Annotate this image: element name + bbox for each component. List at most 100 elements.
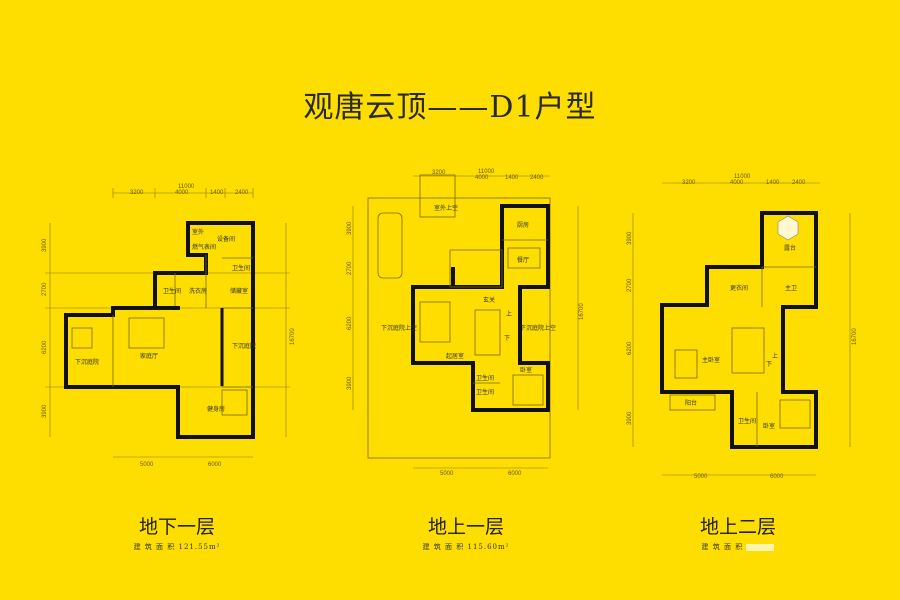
- room-label: 主卧室: [702, 356, 720, 364]
- dim-label: 6000: [208, 462, 222, 468]
- dim-total: 11000: [178, 184, 195, 190]
- floor-caption-ground: 地上一层 建 筑 面 积 115.60m²: [366, 512, 566, 552]
- page-title: 观唐云顶——D1户型: [303, 90, 597, 125]
- dim-label: 2400: [792, 180, 806, 186]
- room-label: 卧室: [763, 422, 775, 430]
- car-icon: [377, 212, 403, 279]
- floor-area: 建 筑 面 积 115.60m²: [366, 542, 566, 552]
- room-label: 更衣间: [730, 284, 748, 292]
- floor-plan-ground: 11000 3200 4000 1400 2400 3900 2700 6200…: [347, 169, 585, 477]
- area-label: 建 筑 面 积: [133, 543, 176, 551]
- room-label: 室外: [192, 228, 204, 236]
- dim-label: 3900: [627, 231, 633, 245]
- dim-total: 16700: [579, 303, 585, 320]
- room-label: 下: [504, 335, 510, 342]
- room-label: 下: [766, 361, 772, 368]
- dimension-sides: 3900 2700 6200 3900 16700: [42, 223, 296, 437]
- dim-label: 3900: [42, 404, 48, 418]
- dim-label: 4000: [730, 180, 744, 186]
- floor-caption-second: 地上二层 建 筑 面 积: [638, 512, 838, 552]
- floor-area: 建 筑 面 积 121.55m²: [77, 542, 277, 552]
- floor-name: 地上二层: [699, 516, 776, 538]
- room-label: 玄关: [483, 296, 495, 304]
- area-label: 建 筑 面 积: [422, 543, 465, 551]
- room-label: 室外上空: [434, 204, 458, 212]
- dim-label: 6000: [508, 471, 522, 477]
- dimension-bottom: 5000 6000: [662, 474, 816, 480]
- dim-label: 3200: [130, 190, 144, 196]
- dimension-top: 11000 3200 4000 1400 2400: [662, 174, 820, 186]
- dim-label: 5000: [694, 474, 708, 480]
- dim-label: 3200: [682, 180, 696, 186]
- dim-label: 1400: [766, 180, 780, 186]
- dim-label: 6000: [770, 474, 784, 480]
- dim-total: 16700: [852, 328, 858, 345]
- exterior-walls: [64, 221, 255, 439]
- floor-plan-basement: 11000 3200 4000 1400 2400 3900 2700 6200…: [42, 184, 296, 468]
- dim-label: 1400: [210, 190, 224, 196]
- room-label: 阳台: [685, 399, 697, 407]
- room-label: 餐厅: [517, 256, 529, 264]
- area-label: 建 筑 面 积: [701, 543, 744, 551]
- room-label: 卧室: [520, 366, 532, 374]
- site-boundary: [367, 197, 551, 459]
- area-value: 121.55m²: [178, 543, 221, 551]
- dimension-top: 11000 3200 4000 1400 2400: [112, 184, 254, 198]
- dim-label: 2400: [235, 190, 249, 196]
- room-label: 洗衣房: [189, 287, 207, 295]
- exterior-walls: [660, 211, 818, 449]
- room-label: 储藏室: [230, 287, 248, 295]
- area-value: 115.60m²: [467, 543, 510, 551]
- room-label: 起居室: [446, 352, 464, 360]
- room-label: 卫生间: [232, 264, 250, 272]
- dim-label: 2400: [530, 175, 544, 181]
- floor-name: 地上一层: [427, 516, 504, 538]
- floor-name: 地下一层: [138, 516, 215, 538]
- room-label: 下沉庭院上空: [381, 324, 417, 332]
- interior-walls: [419, 239, 548, 406]
- floor-plan-second: 11000 3200 4000 1400 2400 3900 2700 6200…: [627, 174, 858, 480]
- room-label: 下沉庭院上空: [520, 324, 556, 332]
- dim-total: 16700: [290, 328, 296, 345]
- dim-label: 6200: [42, 340, 48, 354]
- dim-label: 4000: [175, 190, 189, 196]
- dimension-bottom: 5000 6000: [413, 467, 548, 477]
- room-label: 上: [772, 352, 778, 360]
- room-label: 下沉庭院: [75, 358, 99, 366]
- dimension-bottom: 5000 6000: [113, 456, 253, 468]
- room-label: 设备间: [217, 235, 235, 243]
- floor-caption-basement: 地下一层 建 筑 面 积 121.55m²: [77, 512, 277, 552]
- entry-stairs: [419, 174, 456, 218]
- dim-label: 3900: [347, 221, 353, 235]
- dimension-top: 11000 3200 4000 1400 2400: [413, 169, 550, 181]
- room-label: 卫生间: [476, 388, 494, 396]
- dim-label: 1400: [505, 175, 519, 181]
- dim-label: 3900: [42, 238, 48, 252]
- dim-label: 5000: [140, 462, 154, 468]
- exterior-walls: [411, 204, 550, 412]
- dim-label: 4000: [475, 175, 489, 181]
- dim-total: 11000: [734, 174, 751, 180]
- room-label: 主卫: [785, 284, 797, 292]
- dimension-sides: 3900 2700 6200 3900 16700: [627, 213, 858, 447]
- dim-label: 6200: [347, 316, 353, 330]
- dim-label: 5000: [440, 471, 454, 477]
- room-label: 卫生间: [738, 417, 756, 425]
- room-label: 健身房: [207, 405, 225, 413]
- room-label: 露台: [784, 244, 796, 252]
- dim-label: 2700: [347, 261, 353, 275]
- parasol-icon: [777, 215, 799, 241]
- dim-label: 3200: [432, 170, 446, 176]
- room-label: 下沉庭院: [232, 342, 256, 350]
- room-label: 卫生间: [163, 287, 181, 295]
- dim-label: 6200: [627, 341, 633, 355]
- room-label: 家庭厅: [140, 352, 158, 360]
- room-label: 燃气表间: [192, 243, 216, 251]
- interior-walls: [71, 255, 253, 416]
- dim-label: 3900: [627, 411, 633, 425]
- dim-total: 11000: [478, 169, 495, 175]
- room-label: 卫生间: [476, 374, 494, 382]
- room-label: 厨房: [517, 221, 529, 229]
- floor-area: 建 筑 面 积: [638, 542, 838, 552]
